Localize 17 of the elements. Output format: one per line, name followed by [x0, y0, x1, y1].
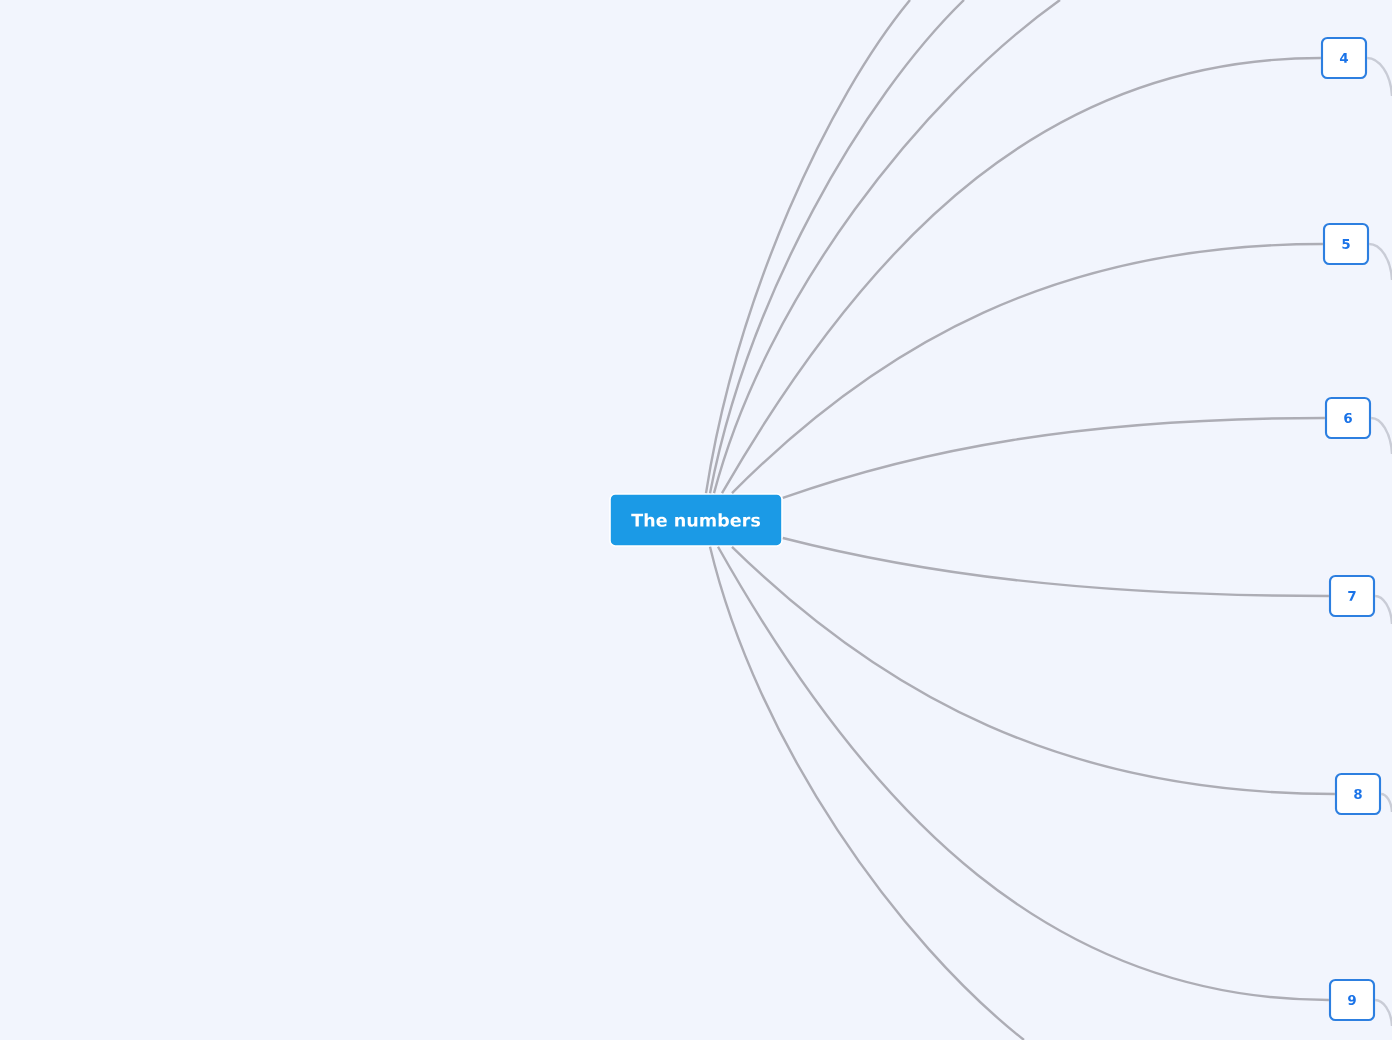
branch-line — [704, 0, 911, 494]
topic-box: The numbers — [609, 493, 783, 547]
branch-line — [1370, 416, 1392, 455]
branch-line — [782, 536, 1329, 598]
branch-line — [1368, 242, 1392, 281]
branch-line — [1374, 594, 1392, 625]
branch-line — [1380, 792, 1392, 813]
branch-line — [731, 545, 1335, 796]
branch-line — [1374, 998, 1392, 1027]
branch-line — [721, 56, 1321, 494]
branch-line — [708, 546, 1025, 1040]
branch-line — [716, 546, 1329, 1002]
branch-line — [782, 416, 1325, 500]
branch-line — [712, 0, 1061, 494]
branch-line — [1366, 56, 1392, 97]
branch-line — [731, 242, 1323, 495]
branch-line — [708, 0, 965, 494]
